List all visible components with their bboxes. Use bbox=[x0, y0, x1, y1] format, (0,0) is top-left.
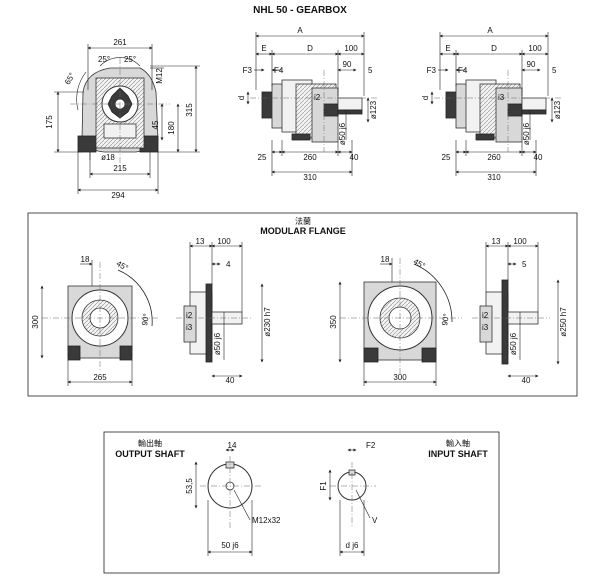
flange-right-angle-45: 45° bbox=[412, 257, 427, 271]
dim-side2-D: D bbox=[307, 44, 313, 53]
output-shaft-title: OUTPUT SHAFT bbox=[115, 449, 185, 459]
label-front-m12: M12 bbox=[155, 68, 164, 84]
dim-side2-d: d bbox=[237, 96, 246, 100]
flange-right-side-dim-100: 100 bbox=[513, 237, 527, 246]
dim-side3-90: 90 bbox=[527, 60, 536, 69]
flange-right-side-dim-13: 13 bbox=[492, 237, 501, 246]
flange-right-side-d50: ø50 j6 bbox=[509, 332, 518, 355]
dim-side3-310: 310 bbox=[487, 173, 501, 182]
flange-right-dim-300: 300 bbox=[393, 373, 407, 382]
dim-side2-5: 5 bbox=[368, 66, 373, 75]
flange-right-dim-350: 350 bbox=[329, 315, 338, 329]
dim-side2-40: 40 bbox=[350, 153, 359, 162]
input-shaft-title: INPUT SHAFT bbox=[428, 449, 488, 459]
input-shaft-dim-d: d j6 bbox=[346, 541, 359, 550]
output-shaft-title-cn: 輸出軸 bbox=[138, 438, 162, 448]
dim-side3-F3: F3 bbox=[427, 66, 437, 75]
flange-left-angle-90: 90° bbox=[140, 313, 151, 326]
dim-side3-260: 260 bbox=[487, 153, 501, 162]
angle-front-65: 65° bbox=[63, 71, 77, 86]
input-shaft: 輸入軸 INPUT SHAFT F2 F1 V d j6 bbox=[319, 438, 488, 556]
flange-right-angle-90: 90° bbox=[440, 313, 451, 326]
dim-front-315: 315 bbox=[185, 103, 194, 117]
front-body bbox=[70, 58, 170, 170]
dim-side3-d123: ø123 bbox=[553, 100, 562, 119]
output-shaft-dim-50: 50 j6 bbox=[221, 541, 239, 550]
flange-right-dim-18: 18 bbox=[381, 255, 390, 264]
dim-side3-25: 25 bbox=[442, 153, 451, 162]
dim-front-180: 180 bbox=[167, 121, 176, 135]
dim-side2-F3: F3 bbox=[243, 66, 253, 75]
angle-front-25-left: 25° bbox=[98, 55, 110, 64]
flange-title-cn: 法蘭 bbox=[295, 216, 311, 226]
flange-title: MODULAR FLANGE bbox=[260, 226, 346, 236]
flange-right-ratio-i2: i2 bbox=[482, 311, 489, 320]
dim-side3-A: A bbox=[487, 26, 493, 35]
flange-left-side-dim-40: 40 bbox=[226, 376, 235, 385]
dim-side3-D: D bbox=[491, 44, 497, 53]
flange-left-ratio-i2: i2 bbox=[186, 311, 193, 320]
dim-side3-E: E bbox=[445, 44, 450, 53]
dim-side2-F4: F4 bbox=[274, 66, 284, 75]
gearbox-side-view-i3: i3 A E D 100 F3 F4 90 5 d ø123 ø50 j6 25… bbox=[421, 26, 562, 182]
dim-side3-F4: F4 bbox=[458, 66, 468, 75]
dim-front-294: 294 bbox=[111, 191, 125, 200]
flange-left-side-dim-4: 4 bbox=[226, 260, 231, 269]
dim-side2-25: 25 bbox=[258, 153, 267, 162]
gearbox-side-view-i2: i2 A E D 100 F3 F4 90 5 d ø123 ø50 j6 25 bbox=[237, 26, 378, 182]
modular-flange-panel: 法蘭 MODULAR FLANGE 18 45° 90° 300 265 bbox=[27, 212, 578, 397]
input-shaft-dim-F2: F2 bbox=[366, 441, 376, 450]
dim-side3-100: 100 bbox=[528, 44, 542, 53]
flange-left-ratio-i3: i3 bbox=[186, 323, 193, 332]
shafts-panel: 輸出軸 OUTPUT SHAFT 14 53,5 M12x32 50 j6 輸入… bbox=[103, 431, 500, 574]
dim-side2-100: 100 bbox=[344, 44, 358, 53]
flange-right-ratio-i3: i3 bbox=[482, 323, 489, 332]
angle-front-25-right: 25° bbox=[124, 55, 136, 64]
dim-side2-90: 90 bbox=[343, 60, 352, 69]
dim-side2-d50: ø50 j6 bbox=[338, 122, 347, 145]
flange-right-side-dim-40: 40 bbox=[522, 376, 531, 385]
flange-left-dim-300: 300 bbox=[31, 315, 40, 329]
output-shaft: 輸出軸 OUTPUT SHAFT 14 53,5 M12x32 50 j6 bbox=[115, 438, 281, 556]
input-shaft-V: V bbox=[372, 516, 378, 525]
gearbox-front-view: 261 25° 25° 65° M12 175 45 180 315 ø18 2… bbox=[45, 38, 200, 200]
flange-left-side-dim-13: 13 bbox=[196, 237, 205, 246]
dim-side3-5: 5 bbox=[552, 66, 557, 75]
dim-side2-A: A bbox=[297, 26, 303, 35]
dim-side3-d50: ø50 j6 bbox=[522, 122, 531, 145]
ratio-label-side2: i2 bbox=[314, 93, 321, 102]
flange-left-front: 18 45° 90° 300 265 bbox=[31, 255, 158, 386]
flange-left-dim-18: 18 bbox=[81, 255, 90, 264]
drawing-title: NHL 50 - GEARBOX bbox=[253, 5, 347, 16]
output-shaft-dim-53-5: 53,5 bbox=[185, 478, 194, 494]
flange-left-side: i2 i3 13 100 4 ø230 h7 ø50 j6 40 bbox=[176, 237, 272, 385]
dim-side3-d: d bbox=[421, 96, 430, 100]
flange-right-side-dim-5: 5 bbox=[522, 260, 527, 269]
ratio-label-side3: i3 bbox=[498, 93, 505, 102]
flange-right-front: 18 45° 90° 350 300 bbox=[329, 255, 462, 386]
flange-left-side-d50: ø50 j6 bbox=[213, 332, 222, 355]
output-shaft-m12x32: M12x32 bbox=[252, 516, 281, 525]
dim-side3-40: 40 bbox=[534, 153, 543, 162]
input-shaft-dim-F1: F1 bbox=[319, 481, 328, 491]
dim-front-45: 45 bbox=[151, 120, 160, 129]
dim-front-175: 175 bbox=[45, 115, 54, 129]
dim-side2-d123: ø123 bbox=[369, 100, 378, 119]
dim-side2-260: 260 bbox=[303, 153, 317, 162]
dim-front-215: 215 bbox=[113, 164, 127, 173]
dim-side2-E: E bbox=[261, 44, 266, 53]
flange-left-side-dim-100: 100 bbox=[217, 237, 231, 246]
flange-right-side-d250: ø250 h7 bbox=[559, 307, 568, 337]
dim-front-d18: ø18 bbox=[101, 153, 115, 162]
flange-right-side: i2 i3 13 100 5 ø250 h7 ø50 j6 40 bbox=[472, 237, 568, 385]
flange-left-side-d230: ø230 h7 bbox=[263, 307, 272, 337]
input-shaft-title-cn: 輸入軸 bbox=[446, 438, 470, 448]
flange-left-dim-265: 265 bbox=[93, 373, 107, 382]
output-shaft-dim-14: 14 bbox=[228, 441, 237, 450]
dim-side2-310: 310 bbox=[303, 173, 317, 182]
dim-front-261: 261 bbox=[113, 38, 127, 47]
flange-left-angle-45: 45° bbox=[115, 259, 130, 273]
